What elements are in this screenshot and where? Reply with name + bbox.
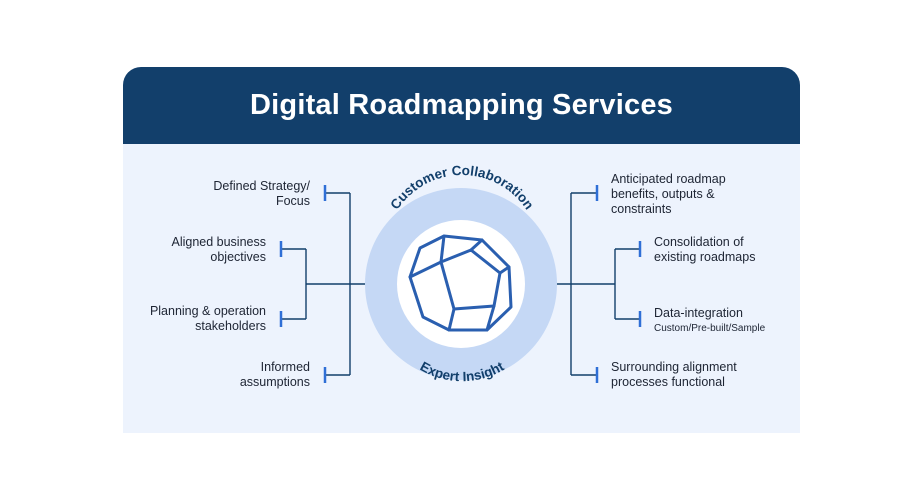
left-connectors <box>281 192 366 376</box>
dodecahedron-icon <box>408 234 513 332</box>
right-connectors <box>556 192 640 376</box>
right-label-2: Consolidation of existing roadmaps <box>654 235 756 264</box>
left-ticks <box>279 185 327 383</box>
left-label-3: Planning & operation stakeholders <box>149 304 266 333</box>
left-label-4: Informed assumptions <box>239 360 310 389</box>
page-title: Digital Roadmapping Services <box>250 89 673 121</box>
card-header: Digital Roadmapping Services <box>123 67 800 144</box>
right-label-1: Anticipated roadmap benefits, outputs & … <box>611 172 726 216</box>
right-label-4: Surrounding alignment processes function… <box>611 360 737 389</box>
right-ticks <box>595 185 642 383</box>
right-label-3: Data-integration Custom/Pre-built/Sample <box>654 306 766 334</box>
left-label-2: Aligned business objectives <box>171 235 266 264</box>
left-label-1: Defined Strategy/ Focus <box>213 179 310 208</box>
